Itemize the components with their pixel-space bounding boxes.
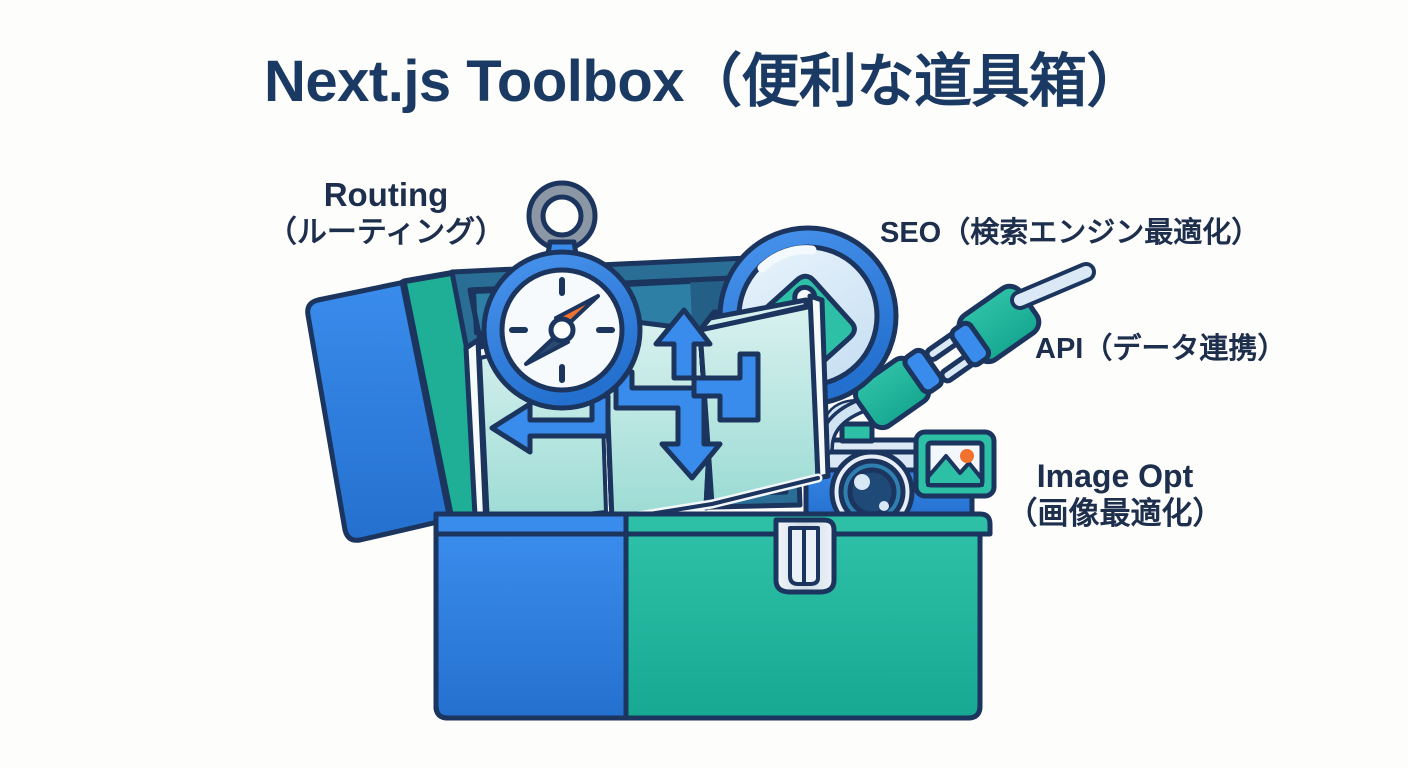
label-image-opt-ja: （画像最適化） — [1006, 495, 1224, 531]
label-image-opt-en: Image Opt — [1036, 458, 1194, 494]
label-routing-en: Routing — [323, 176, 449, 213]
label-routing: Routing （ルーティング） — [246, 176, 526, 250]
label-image-opt: Image Opt （画像最適化） — [1000, 458, 1230, 532]
label-api: API（データ連携） — [1035, 333, 1287, 365]
label-routing-ja: （ルーティング） — [266, 215, 506, 249]
page-title: Next.js Toolbox（便利な道具箱） — [263, 49, 1145, 114]
label-seo: SEO（検索エンジン最適化） — [880, 217, 1261, 249]
toolbox-body — [433, 511, 993, 721]
compass-icon — [481, 180, 643, 411]
